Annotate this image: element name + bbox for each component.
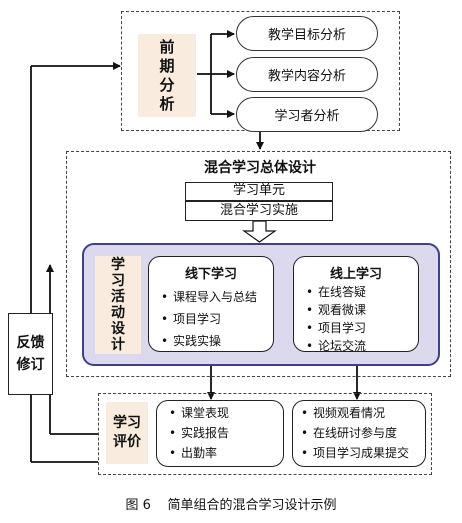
list-item: 论坛交流: [304, 337, 418, 355]
list-item: 在线答疑: [304, 283, 418, 301]
list-item: 在线研讨参与度: [299, 423, 425, 443]
online-learning-title: 线上学习: [329, 267, 382, 282]
activity-label-char: 习: [111, 273, 125, 289]
feedback-label-char: 馈: [30, 335, 45, 351]
feedback-revision-box: 反馈 修订: [8, 313, 53, 395]
evaluation-label-char: 评: [113, 434, 127, 450]
teaching-content-analysis-node: 教学内容分析: [236, 57, 378, 92]
online-learning-list: 在线答疑 观看微课 项目学习 论坛交流: [294, 283, 418, 355]
activity-label-char: 学: [111, 257, 125, 273]
evaluation-label: 学习 评价: [106, 402, 148, 464]
offline-evaluation-list: 课堂表现 实践报告 出勤率: [157, 403, 283, 463]
list-item: 实践实操: [159, 330, 273, 352]
feedback-label-char: 反: [16, 335, 31, 351]
offline-learning-list: 课程导入与总结 项目学习 实践实操: [149, 286, 273, 352]
evaluation-label-row: 学习: [113, 414, 141, 433]
activity-label-char: 设: [111, 321, 125, 337]
feedback-label-row: 修订: [17, 354, 45, 376]
online-evaluation-list: 视频观看情况 在线研讨参与度 项目学习成果提交: [293, 403, 425, 463]
feedback-label-char: 修: [16, 357, 31, 373]
list-item: 项目学习: [159, 308, 273, 330]
list-item: 项目学习: [304, 319, 418, 337]
feedback-label-row: 反馈: [17, 332, 45, 354]
list-item: 出勤率: [167, 443, 283, 463]
list-item: 观看微课: [304, 301, 418, 319]
offline-learning-box: 线下学习 课程导入与总结 项目学习 实践实操: [148, 256, 274, 352]
list-item: 课程导入与总结: [159, 286, 273, 308]
list-item: 实践报告: [167, 423, 283, 443]
preanalysis-label-char: 期: [159, 56, 175, 75]
learning-unit-box: 学习单元: [185, 182, 333, 201]
activity-label-char: 动: [111, 305, 125, 321]
online-evaluation-box: 视频观看情况 在线研讨参与度 项目学习成果提交: [292, 400, 426, 467]
preanalysis-label-char: 析: [159, 94, 175, 113]
list-item: 项目学习成果提交: [299, 443, 425, 463]
offline-learning-title: 线下学习: [184, 267, 237, 282]
activity-design-label: 学 习 活 动 设 计: [95, 256, 141, 354]
activity-label-char: 活: [111, 289, 125, 305]
teaching-goal-analysis-node: 教学目标分析: [236, 16, 378, 51]
evaluation-label-char: 习: [127, 415, 141, 431]
overall-design-container: [66, 151, 451, 377]
evaluation-label-row: 评价: [113, 433, 141, 452]
implement-to-activity-arrow: [242, 220, 277, 243]
online-learning-box: 线上学习 在线答疑 观看微课 项目学习 论坛交流: [293, 256, 419, 355]
blended-implementation-box: 混合学习实施: [185, 201, 333, 221]
offline-evaluation-box: 课堂表现 实践报告 出勤率: [156, 400, 284, 467]
activity-label-char: 计: [111, 337, 125, 353]
figure-caption: 图 6 简单组合的混合学习设计示例: [125, 498, 337, 513]
evaluation-label-char: 学: [113, 415, 127, 431]
learner-analysis-node: 学习者分析: [236, 97, 378, 132]
preanalysis-label-char: 前: [159, 37, 175, 56]
evaluation-container: [98, 393, 432, 475]
feedback-label-char: 订: [30, 357, 45, 373]
list-item: 课堂表现: [167, 403, 283, 423]
list-item: 视频观看情况: [299, 403, 425, 423]
evaluation-label-char: 价: [127, 434, 141, 450]
preanalysis-label: 前 期 分 析: [138, 34, 196, 117]
overall-design-title: 混合学习总体设计: [204, 160, 316, 176]
preanalysis-label-char: 分: [159, 75, 175, 94]
preanalysis-branch-arrows: [197, 30, 235, 118]
